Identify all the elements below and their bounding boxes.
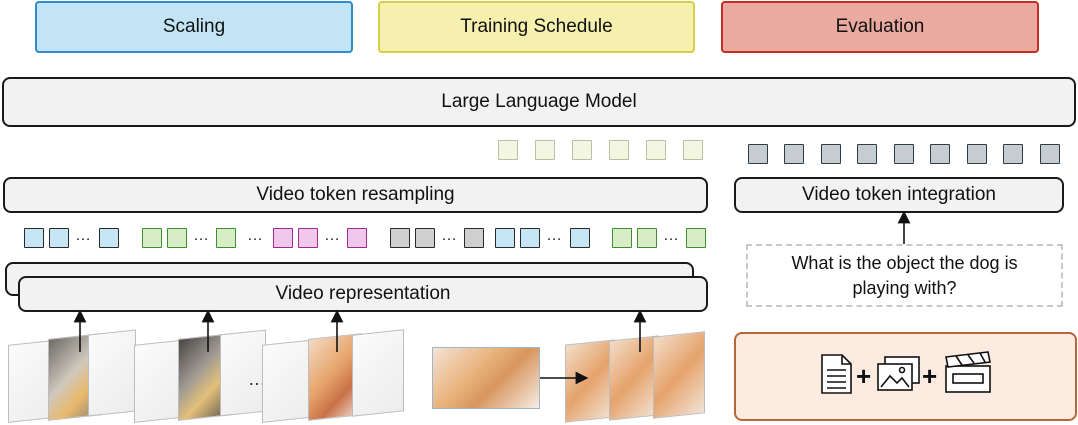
resampling-label: Video token resampling: [256, 184, 455, 205]
representation-label: Video representation: [275, 283, 451, 304]
video-token-green: [167, 228, 187, 248]
output-token: [683, 140, 703, 160]
plus-sign: +: [922, 361, 937, 391]
integrated-token: [1040, 144, 1060, 164]
evaluation-label: Evaluation: [835, 16, 925, 37]
question-box: What is the object the dog is playing wi…: [746, 244, 1063, 307]
video-token-green: [216, 228, 236, 248]
token-ellipsis: …: [193, 227, 210, 244]
question-text: What is the object the dog is playing wi…: [791, 252, 1018, 298]
resampling-bar: Video token resampling: [3, 177, 708, 213]
integrated-token: [930, 144, 950, 164]
integration-label: Video token integration: [801, 184, 997, 205]
integrated-token: [857, 144, 877, 164]
video-token-pink: [347, 228, 367, 248]
token-ellipsis: …: [324, 227, 341, 244]
training-schedule-box: Training Schedule: [378, 1, 695, 53]
document-icon: [821, 354, 852, 394]
output-token: [609, 140, 629, 160]
scaling-label: Scaling: [162, 16, 226, 37]
integrated-token: [967, 144, 987, 164]
video-token-pink: [273, 228, 293, 248]
scaling-box: Scaling: [35, 1, 353, 53]
output-token: [498, 140, 518, 160]
video-token-green: [142, 228, 162, 248]
integrated-token: [894, 144, 914, 164]
video-token-blue: [495, 228, 515, 248]
pale-token-row: [498, 140, 708, 162]
representation-bar: Video representation: [18, 276, 708, 312]
video-token-blue: [520, 228, 540, 248]
video-token-pink: [298, 228, 318, 248]
integrated-token: [821, 144, 841, 164]
video-token-green: [612, 228, 632, 248]
llm-label: Large Language Model: [441, 91, 637, 112]
frames-ellipsis: …: [248, 369, 267, 389]
output-token: [535, 140, 555, 160]
source-frame: [432, 347, 540, 409]
llm-bar: Large Language Model: [2, 77, 1076, 127]
video-token-blue: [49, 228, 69, 248]
plus-sign: +: [856, 361, 871, 391]
integrated-token: [1003, 144, 1023, 164]
slate-token-row: [748, 144, 1068, 166]
video-token-gray: [415, 228, 435, 248]
evaluation-box: Evaluation: [721, 1, 1039, 53]
output-token: [572, 140, 592, 160]
token-ellipsis: …: [663, 227, 680, 244]
video-token-gray: [390, 228, 410, 248]
video-token-blue: [99, 228, 119, 248]
output-token: [646, 140, 666, 160]
group-ellipsis: …: [247, 227, 264, 244]
integrated-token: [748, 144, 768, 164]
integrated-token: [784, 144, 804, 164]
integration-bar: Video token integration: [734, 177, 1064, 213]
clapperboard-icon: [945, 351, 991, 393]
token-ellipsis: …: [546, 227, 563, 244]
video-token-green: [686, 228, 706, 248]
images-icon: [877, 356, 920, 391]
training-schedule-label: Training Schedule: [460, 16, 613, 37]
video-token-blue: [570, 228, 590, 248]
video-token-gray: [464, 228, 484, 248]
token-ellipsis: …: [441, 227, 458, 244]
token-groups: … … … … … … …: [24, 227, 714, 250]
video-token-blue: [24, 228, 44, 248]
token-ellipsis: …: [75, 227, 92, 244]
video-token-green: [637, 228, 657, 248]
